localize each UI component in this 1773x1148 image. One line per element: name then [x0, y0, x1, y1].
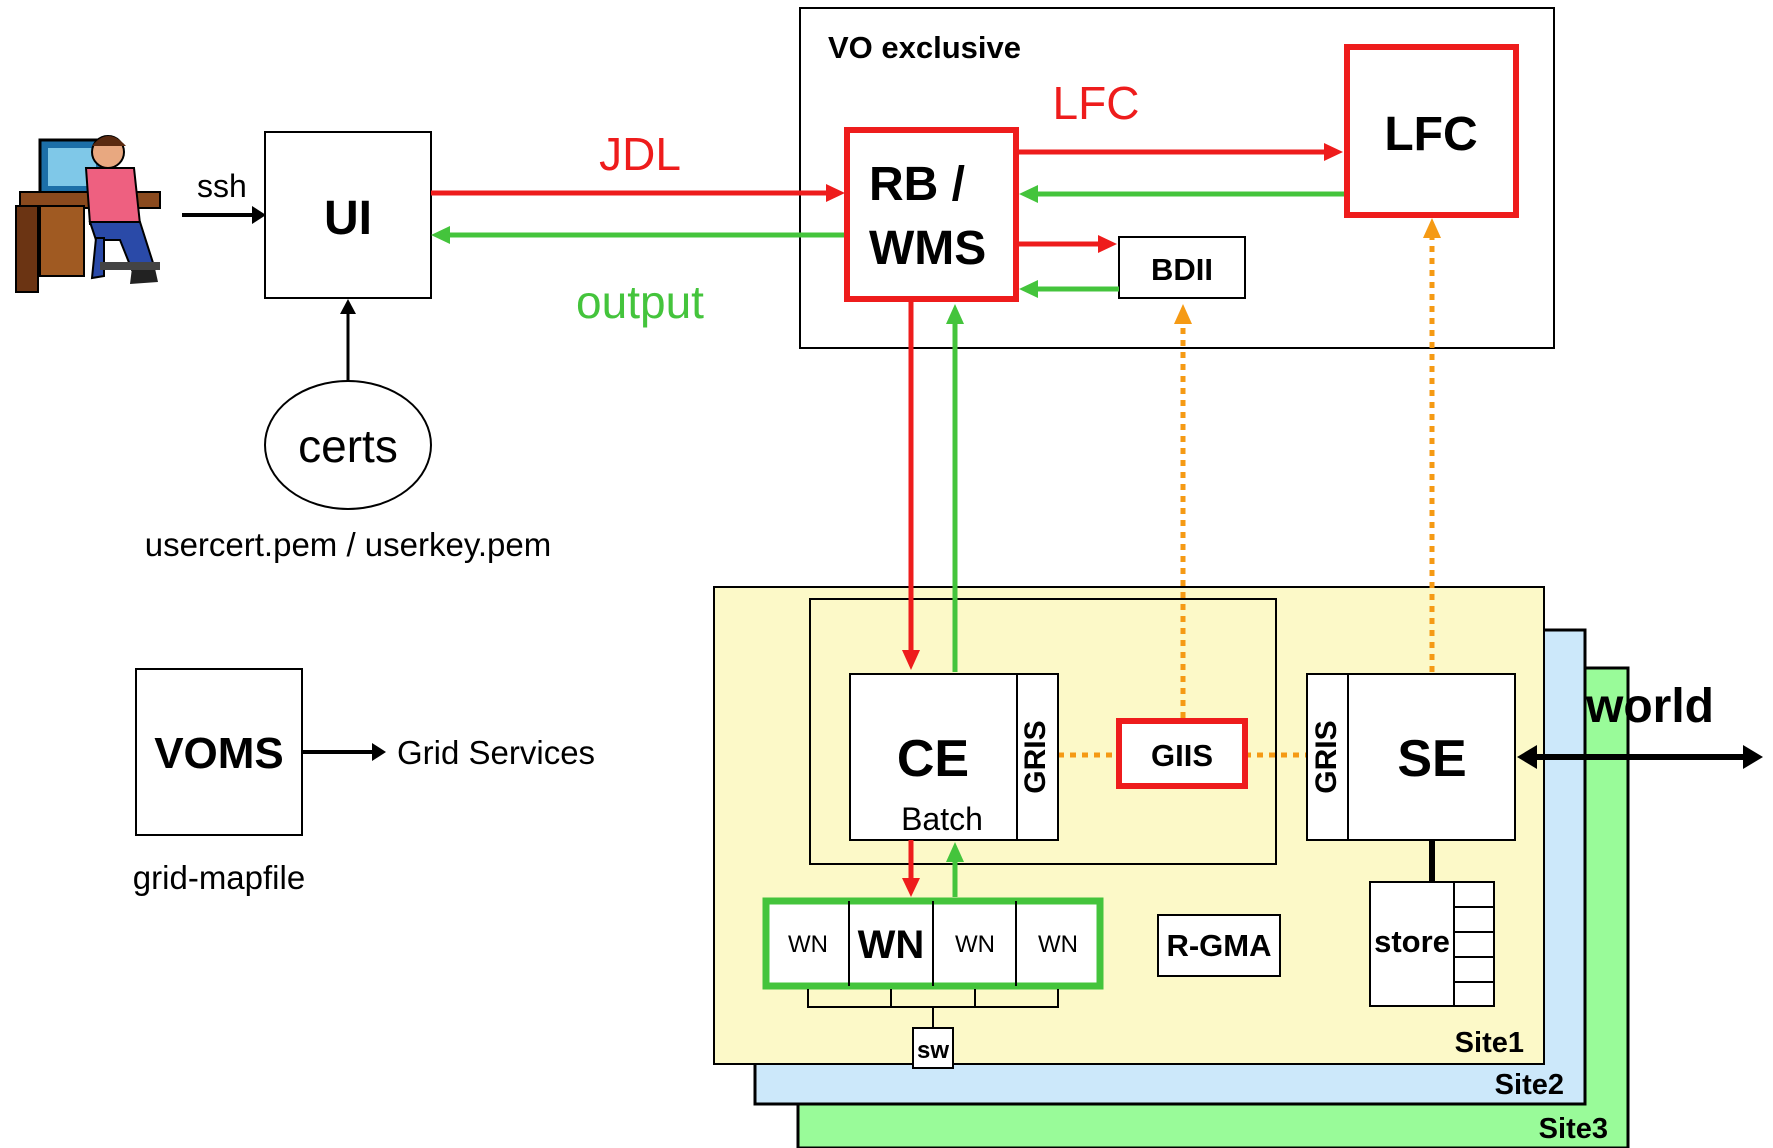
rb-label-line1: RB /: [869, 158, 965, 211]
ui-box: [264, 131, 432, 299]
ce-box: [849, 673, 1059, 841]
se-box: [1306, 673, 1516, 841]
jdl-label: JDL: [599, 128, 681, 180]
switch-wiring: [807, 989, 1059, 1028]
rb-label-line2: WMS: [869, 222, 986, 275]
giis-label: GIIS: [1151, 738, 1213, 773]
wn-node-3: WN: [955, 931, 995, 958]
user-computer-icon: [15, 135, 161, 293]
voms-box: [135, 668, 303, 836]
wn-node-4: WN: [1038, 931, 1078, 958]
lfc-arrow-label: LFC: [1053, 77, 1140, 129]
ui-label: UI: [324, 192, 372, 245]
grid-mapfile-label: grid-mapfile: [133, 859, 305, 896]
site3-label: Site3: [1539, 1113, 1608, 1145]
gris-ce-label: GRIS: [1019, 720, 1052, 793]
ssh-arrow-head: [252, 206, 266, 224]
gris-se-label: GRIS: [1310, 720, 1343, 793]
rgma-label: R-GMA: [1166, 928, 1271, 963]
ce-label: CE: [897, 730, 969, 788]
site1-label: Site1: [1455, 1027, 1524, 1059]
batch-label: Batch: [901, 801, 983, 837]
vo-exclusive-label: VO exclusive: [828, 30, 1021, 65]
se-label: SE: [1397, 730, 1466, 788]
bdii-box: [1118, 236, 1246, 299]
bdii-label: BDII: [1151, 252, 1213, 287]
grid-services-label: Grid Services: [397, 734, 595, 771]
world-label: world: [1585, 680, 1714, 733]
certs-label: certs: [298, 420, 398, 472]
ssh-label: ssh: [197, 168, 247, 204]
site2-label: Site2: [1495, 1069, 1564, 1101]
certs-ellipse: [264, 380, 432, 510]
store-label: store: [1374, 924, 1450, 959]
cert-files-label: usercert.pem / userkey.pem: [145, 526, 552, 563]
lfc-box-label: LFC: [1384, 108, 1477, 161]
lfc-box: [1344, 44, 1519, 218]
output-label: output: [576, 276, 704, 328]
wn-node-2: WN: [858, 923, 925, 967]
giis-box: [1116, 718, 1248, 789]
wn-node-1: WN: [788, 931, 828, 958]
rgma-box: [1157, 914, 1281, 977]
switch-box: [912, 1027, 954, 1069]
switch-label: sw: [917, 1037, 949, 1064]
rb-wms-box: [844, 127, 1019, 302]
voms-label: VOMS: [154, 729, 284, 778]
